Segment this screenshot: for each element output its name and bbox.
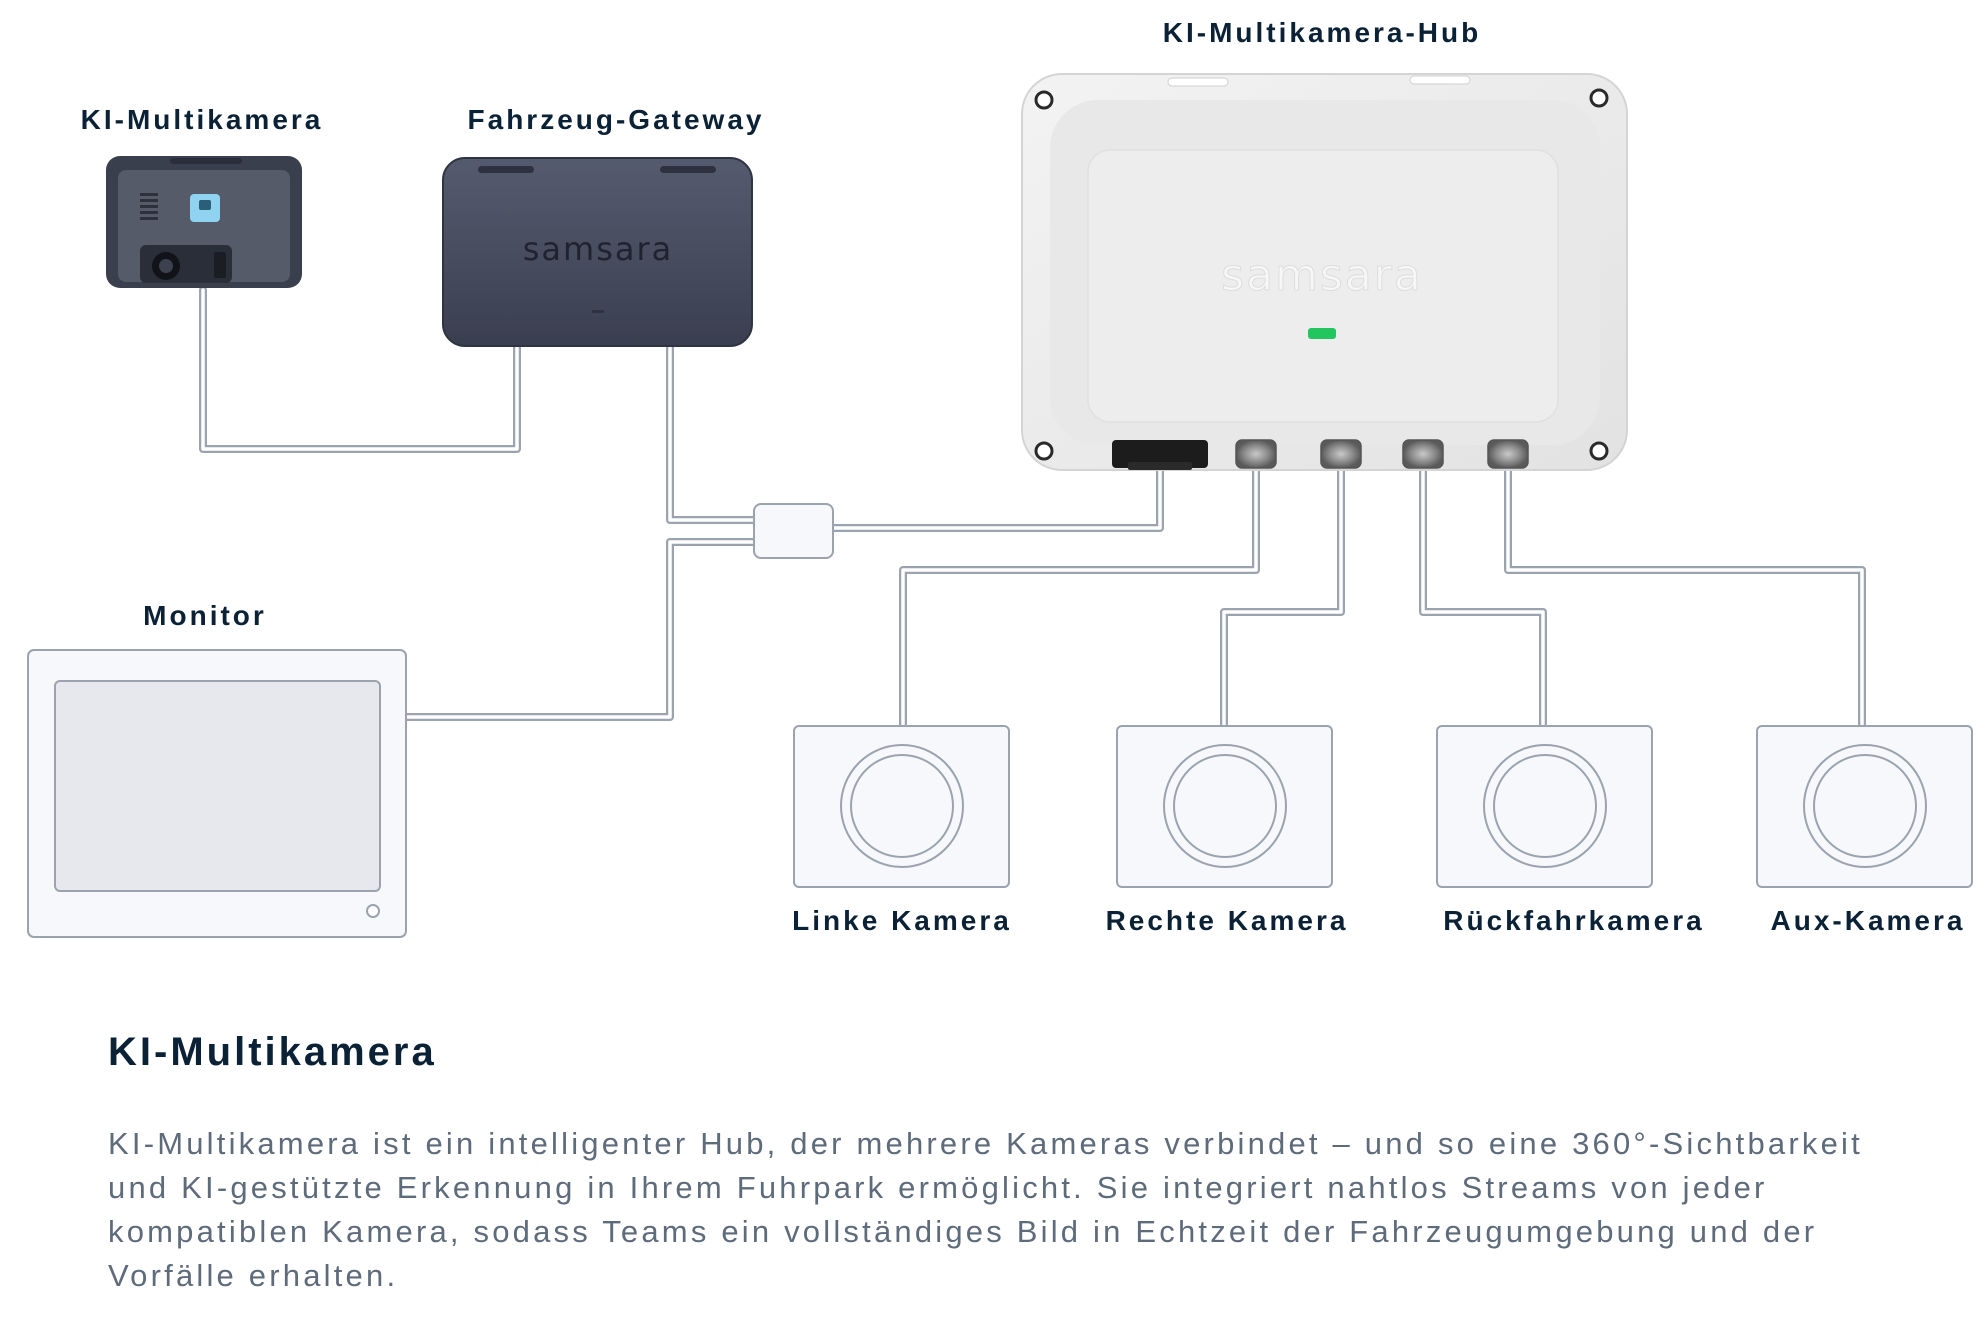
camera-aux [1756, 725, 1973, 888]
gateway-brand-logo: samsara [523, 230, 674, 268]
label-monitor: Monitor [143, 600, 267, 631]
label-hub: KI-Multikamera-Hub [1163, 17, 1481, 48]
hub-camera-ports [1235, 439, 1529, 469]
dashcam-icon [106, 156, 302, 288]
cable-splitter-to-monitor [402, 538, 760, 721]
hub-brand-logo: samsara [1221, 250, 1423, 301]
label-ai-multicam: KI-Multikamera [81, 104, 324, 135]
hub-icon: samsara [1021, 73, 1628, 471]
cable-hub-to-right-camera [1220, 466, 1345, 728]
camera-rear [1436, 725, 1653, 888]
label-aux-camera: Aux-Kamera [1771, 905, 1966, 936]
label-left-camera: Linke Kamera [792, 905, 1012, 936]
status-led-icon [1308, 328, 1336, 339]
gateway-icon: samsara [442, 157, 753, 347]
label-right-camera: Rechte Kamera [1106, 905, 1349, 936]
hub-power-connector-icon [1112, 440, 1208, 470]
section-heading: KI-Multikamera [108, 1030, 437, 1074]
cable-hub-to-left-camera [899, 466, 1260, 728]
cable-hub-to-aux-camera [1504, 466, 1866, 728]
splitter-icon [753, 503, 834, 559]
label-rear-camera: Rückfahrkamera [1443, 905, 1704, 936]
cable-dashcam-to-gateway [199, 286, 521, 453]
cable-splitter-to-hub [828, 466, 1164, 532]
camera-right [1116, 725, 1333, 888]
section-description: KI-Multikamera ist ein intelligenter Hub… [108, 1126, 1863, 1293]
cable-gateway-to-splitter [666, 344, 760, 524]
cable-hub-to-rear-camera [1419, 466, 1547, 728]
cables [199, 286, 1866, 728]
monitor-icon [27, 649, 407, 938]
camera-left [793, 725, 1010, 888]
label-gateway: Fahrzeug-Gateway [468, 104, 765, 135]
